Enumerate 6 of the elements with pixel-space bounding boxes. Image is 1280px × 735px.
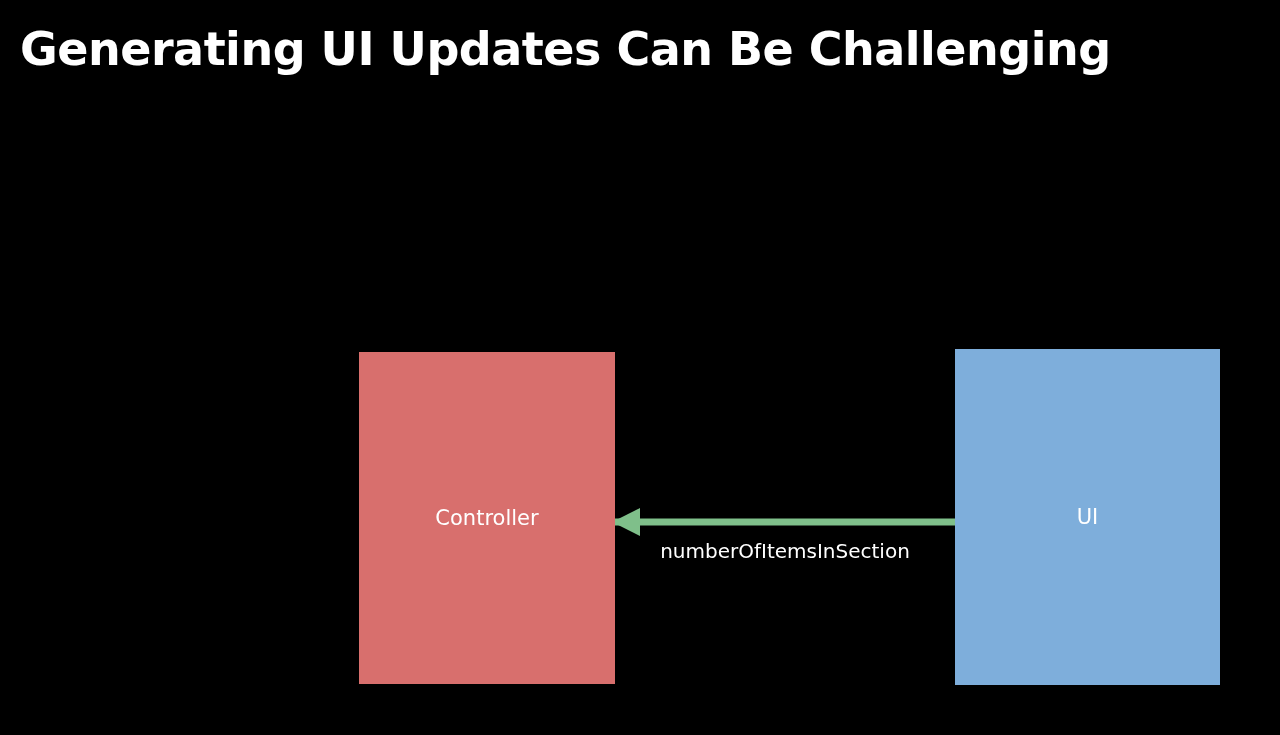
slide-title: Generating UI Updates Can Be Challenging bbox=[20, 22, 1111, 76]
component-box bbox=[359, 352, 615, 684]
box-label: Controller bbox=[435, 506, 539, 530]
component-box bbox=[955, 349, 1220, 685]
box-label: UI bbox=[1076, 505, 1099, 529]
edge-label: numberOfItemsInSection bbox=[660, 539, 910, 563]
